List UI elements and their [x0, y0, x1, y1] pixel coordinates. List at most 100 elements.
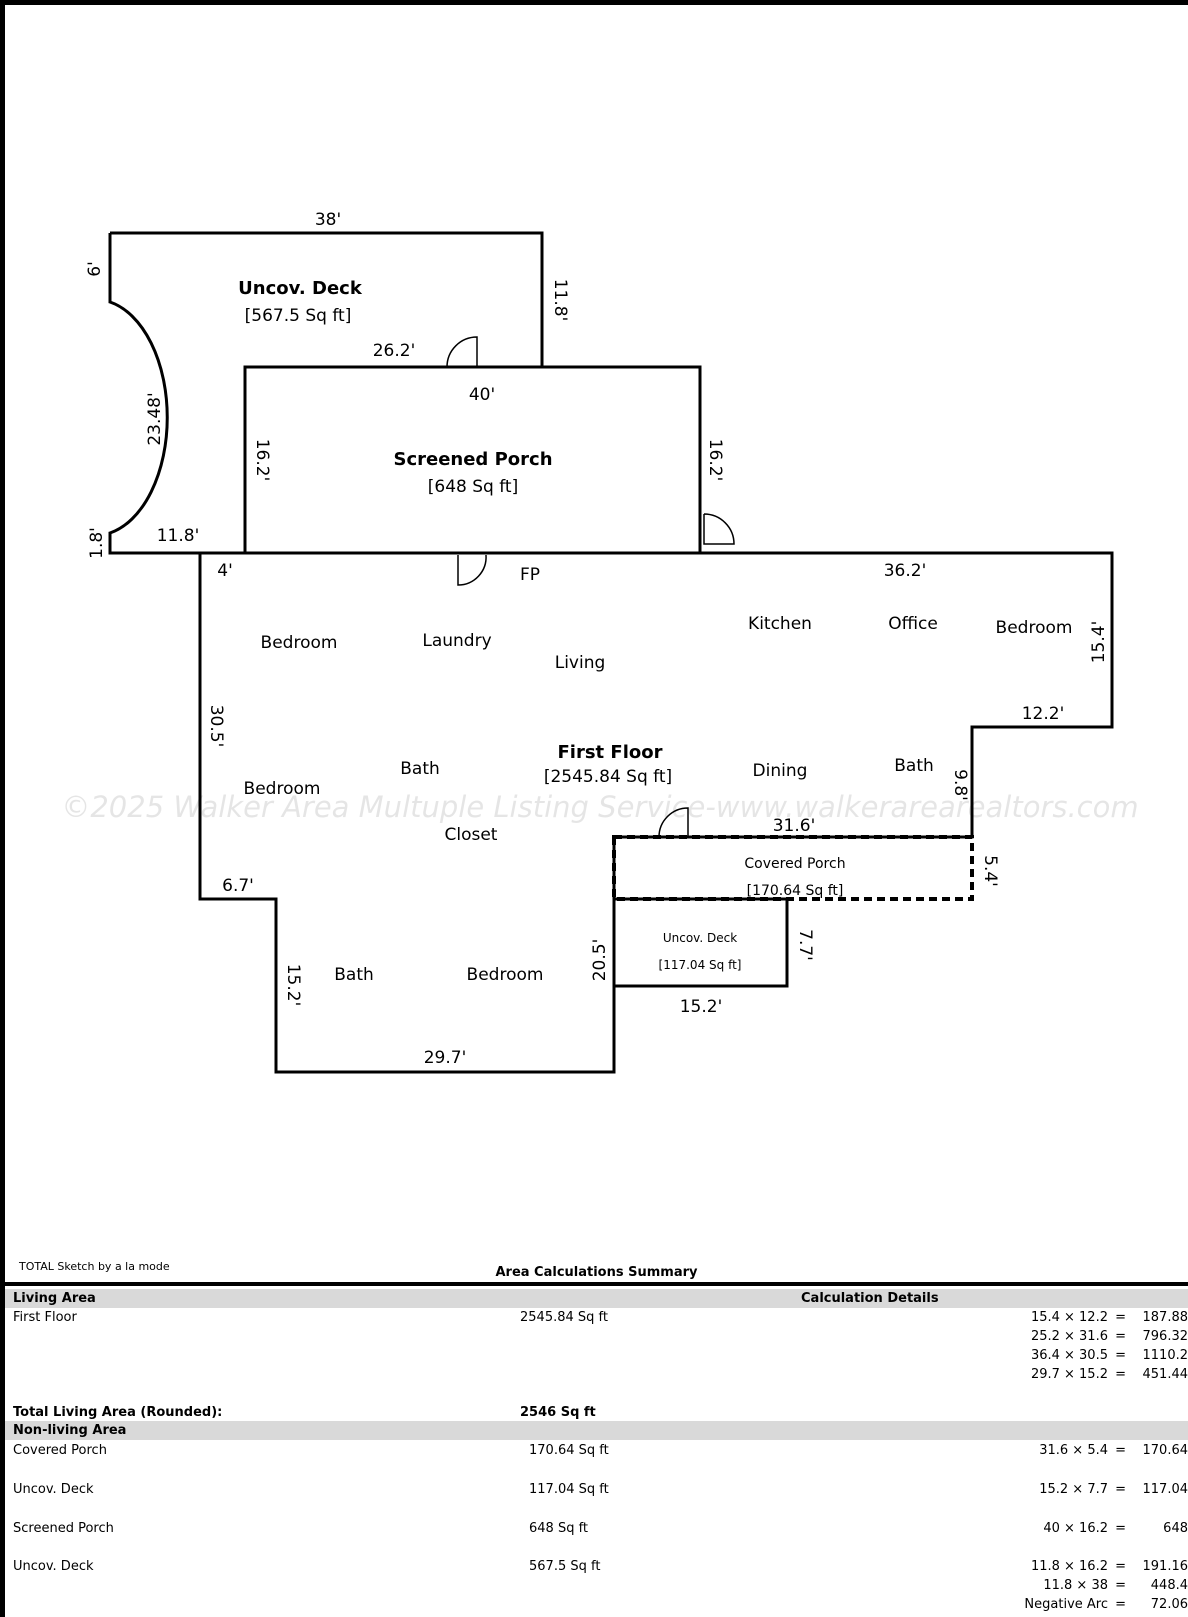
calc-result: 72.06 — [1150, 1597, 1188, 1612]
dimension-label: 16.2' — [252, 439, 272, 482]
calc-equals: = — [1115, 1521, 1126, 1536]
calc-row: Negative Arc = 72.06 — [988, 1597, 1188, 1616]
calc-row: 36.4 × 30.5=1110.2 — [988, 1348, 1188, 1367]
calc-expression: 25.2 × 31.6 — [1030, 1329, 1108, 1344]
non-living-area: 567.5 Sq ft — [529, 1559, 601, 1574]
room-label: Bedroom — [467, 965, 544, 985]
room-label: Bath — [894, 756, 934, 776]
non-living-header: Non-living Area — [13, 1423, 127, 1438]
covered-porch-outline — [612, 835, 974, 901]
first-floor-title: First Floor — [557, 742, 662, 763]
calc-expression: 11.8 × 38 — [1043, 1578, 1108, 1593]
door-icon — [446, 336, 478, 368]
calc-equals: = — [1115, 1329, 1126, 1344]
calc-expression: 36.4 × 30.5 — [1030, 1348, 1108, 1363]
dimension-label: 11.8' — [157, 526, 200, 546]
total-living-label: Total Living Area (Rounded): — [13, 1405, 223, 1420]
room-label: Kitchen — [748, 614, 812, 634]
calc-row: 40 × 16.2=648 — [988, 1521, 1188, 1540]
page: { "plan": { "areas": { "deck_upper": {"n… — [5, 5, 1188, 1617]
calc-row: 25.2 × 31.6=796.32 — [988, 1329, 1188, 1348]
living-area-header: Living Area — [13, 1291, 96, 1306]
dimension-label: 7.7' — [795, 929, 815, 961]
watermark: ©2025 Walker Area Multuple Listing Servi… — [61, 790, 1138, 824]
dimension-label: 31.6' — [773, 816, 816, 836]
room-label: Living — [555, 653, 606, 673]
calc-equals: = — [1115, 1597, 1126, 1612]
living-area-header-row — [5, 1289, 1188, 1308]
calc-result: 117.04 — [1142, 1482, 1188, 1497]
calculation-details-header: Calculation Details — [801, 1291, 939, 1306]
calc-equals: = — [1115, 1559, 1126, 1574]
calc-row: 15.4 × 12.2=187.88 — [988, 1310, 1188, 1329]
lower-deck-title: Uncov. Deck — [663, 931, 737, 945]
room-label: Laundry — [422, 631, 491, 651]
dimension-label: 30.5' — [206, 705, 226, 748]
dimension-label: 9.8' — [950, 769, 970, 801]
dimension-label: 12.2' — [1022, 704, 1065, 724]
calc-equals: = — [1115, 1348, 1126, 1363]
calc-row: 31.6 × 5.4=170.64 — [988, 1443, 1188, 1462]
calc-equals: = — [1115, 1578, 1126, 1593]
lower-deck-area: [117.04 Sq ft] — [659, 958, 742, 972]
dimension-label: 6' — [85, 261, 105, 277]
upper-deck-title: Uncov. Deck — [238, 278, 363, 299]
dimension-label: 11.8' — [550, 279, 570, 322]
non-living-name: Uncov. Deck — [13, 1559, 94, 1574]
screened-porch-title: Screened Porch — [393, 449, 552, 470]
credit-text: TOTAL Sketch by a la mode — [19, 1260, 170, 1273]
calc-result: 648 — [1163, 1521, 1188, 1536]
dimension-label: 29.7' — [424, 1048, 467, 1068]
calc-equals: = — [1115, 1482, 1126, 1497]
non-living-name: Screened Porch — [13, 1521, 114, 1536]
calc-equals: = — [1115, 1310, 1126, 1325]
calc-expression: 15.2 × 7.7 — [1039, 1482, 1108, 1497]
room-label: Bedroom — [261, 633, 338, 653]
calc-row: 29.7 × 15.2=451.44 — [988, 1367, 1188, 1386]
dimension-label: 36.2' — [884, 561, 927, 581]
calc-result: 191.16 — [1142, 1559, 1188, 1574]
calc-equals: = — [1115, 1367, 1126, 1382]
upper-deck-area: [567.5 Sq ft] — [245, 306, 352, 326]
calc-equals: = — [1115, 1443, 1126, 1458]
calc-expression: 15.4 × 12.2 — [1030, 1310, 1108, 1325]
total-living-value: 2546 Sq ft — [520, 1405, 596, 1420]
calc-result: 448.4 — [1150, 1578, 1188, 1593]
summary-divider — [5, 1282, 1188, 1286]
room-label: Bath — [334, 965, 374, 985]
calc-expression: 31.6 × 5.4 — [1039, 1443, 1108, 1458]
dimension-label: 40' — [469, 385, 495, 405]
room-label: Dining — [753, 761, 808, 781]
living-area-name: First Floor — [13, 1310, 77, 1325]
dimension-label: 6.7' — [222, 876, 254, 896]
room-label: Closet — [445, 825, 498, 845]
door-icon — [457, 554, 487, 586]
non-living-name: Uncov. Deck — [13, 1482, 94, 1497]
dimension-label: 15.2' — [680, 997, 723, 1017]
lower-deck-outline — [612, 897, 789, 988]
room-label: Office — [888, 614, 938, 634]
room-label: Bedroom — [244, 779, 321, 799]
door-icon — [658, 807, 689, 838]
dimension-label: 5.4' — [980, 855, 1000, 887]
dimension-label: 23.48' — [145, 392, 165, 445]
dimension-label: 1.8' — [87, 527, 107, 559]
non-living-area: 117.04 Sq ft — [529, 1482, 609, 1497]
living-area-value: 2545.84 Sq ft — [520, 1310, 608, 1325]
calc-row: 15.2 × 7.7 = 117.04 — [988, 1482, 1188, 1501]
non-living-area: 170.64 Sq ft — [529, 1443, 609, 1458]
dimension-label: 26.2' — [373, 341, 416, 361]
room-label: Bath — [400, 759, 440, 779]
floor-plan: ©2025 Walker Area Multuple Listing Servi… — [61, 210, 1139, 1074]
room-label: Bedroom — [996, 618, 1073, 638]
calc-row: 11.8 × 16.2 = 191.16 — [988, 1559, 1188, 1578]
non-living-name: Covered Porch — [13, 1443, 107, 1458]
dimension-label: 38' — [315, 210, 341, 230]
calc-result: 451.44 — [1142, 1367, 1188, 1382]
door-icon — [703, 513, 735, 545]
dimension-label: 15.2' — [283, 964, 303, 1007]
first-floor-area: [2545.84 Sq ft] — [544, 767, 672, 787]
calc-expression: 11.8 × 16.2 — [1030, 1559, 1108, 1574]
calc-expression: Negative Arc — [1024, 1597, 1108, 1612]
screened-porch-area: [648 Sq ft] — [428, 477, 518, 497]
